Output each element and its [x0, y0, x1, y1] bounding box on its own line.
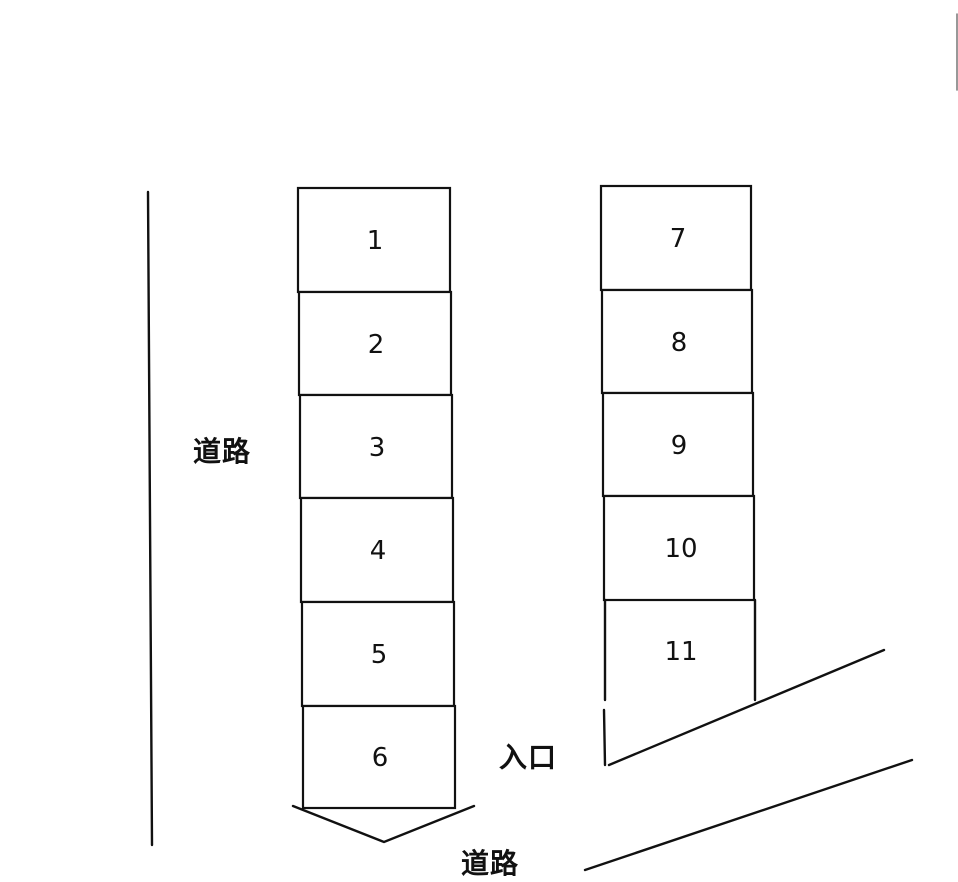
space-outline-3	[298, 393, 454, 500]
space-outline-10	[602, 494, 756, 602]
left-column-grid	[296, 186, 457, 810]
left-column-chevron	[291, 804, 476, 844]
space-number-3: 3	[368, 433, 386, 463]
space-outline-6	[301, 704, 457, 810]
space-number-2: 2	[367, 330, 385, 360]
access-road-upper-edge	[607, 648, 886, 767]
space-outline-1	[296, 186, 452, 294]
entrance-post	[602, 708, 607, 767]
right-column-grid	[599, 184, 757, 702]
space-number-4: 4	[369, 536, 387, 566]
space-number-5: 5	[370, 640, 388, 670]
space-number-10: 10	[664, 534, 698, 564]
access-road-lower-edge	[583, 758, 914, 872]
space-outline-4	[299, 496, 455, 604]
road-left-boundary	[146, 190, 154, 847]
space-number-6: 6	[371, 743, 389, 773]
space-outline-2	[297, 290, 453, 397]
space-number-11: 11	[664, 637, 698, 667]
space-outline-8	[600, 288, 754, 395]
road-label-left: 道路	[193, 435, 252, 468]
space-number-7: 7	[669, 224, 687, 254]
space-number-1: 1	[366, 226, 384, 256]
road-label-bottom: 道路	[461, 847, 520, 880]
entrance-label: 入口	[499, 741, 558, 774]
space-number-9: 9	[670, 431, 688, 461]
space-number-8: 8	[670, 328, 688, 358]
